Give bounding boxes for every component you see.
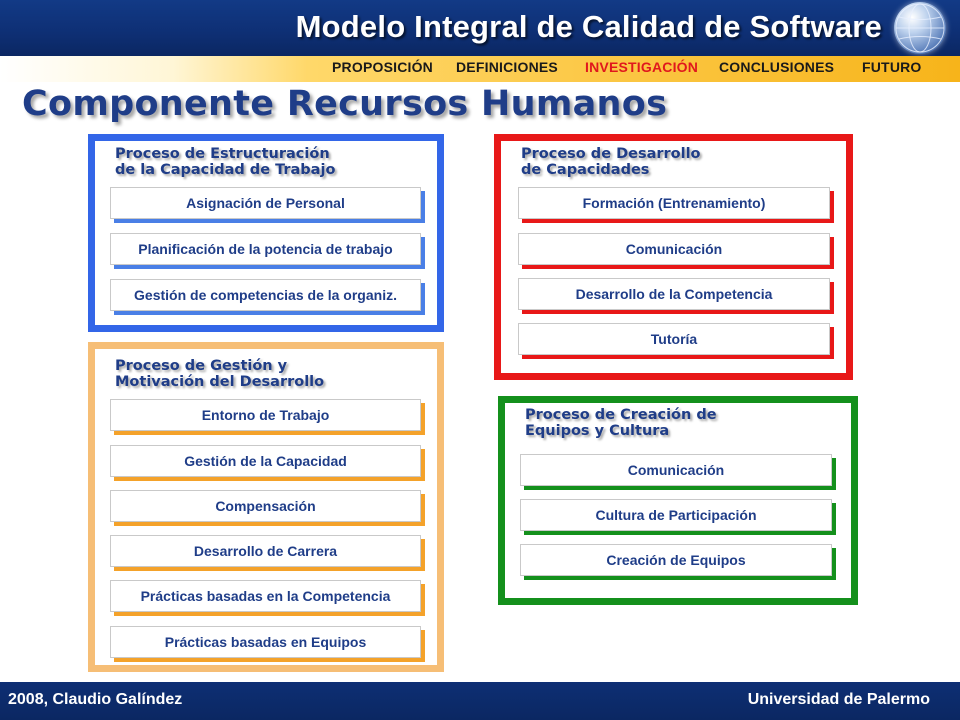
process-item: Comunicación — [520, 454, 832, 486]
process-item: Prácticas basadas en la Competencia — [110, 580, 421, 612]
process-item: Prácticas basadas en Equipos — [110, 626, 421, 658]
panel-title: Proceso de Estructuración de la Capacida… — [115, 146, 335, 178]
process-item: Gestión de la Capacidad — [110, 445, 421, 477]
panel-title: Proceso de Desarrollo de Capacidades — [521, 146, 701, 178]
app-title: Modelo Integral de Calidad de Software — [295, 9, 882, 44]
nav-item-investigacion[interactable]: INVESTIGACIÓN — [585, 59, 699, 75]
process-item: Planificación de la potencia de trabajo — [110, 233, 421, 265]
globe-icon — [894, 2, 946, 54]
panel-gestion-motivacion: Proceso de Gestión y Motivación del Desa… — [88, 342, 444, 672]
process-item: Entorno de Trabajo — [110, 399, 421, 431]
panel-title-line2: Equipos y Cultura — [525, 423, 670, 439]
panel-title-line2: de Capacidades — [521, 162, 650, 178]
panel-title-line1: Proceso de Desarrollo — [521, 146, 701, 162]
process-item: Asignación de Personal — [110, 187, 421, 219]
nav-item-conclusiones[interactable]: CONCLUSIONES — [719, 59, 835, 75]
process-item: Tutoría — [518, 323, 830, 355]
panel-estructuracion: Proceso de Estructuración de la Capacida… — [88, 134, 444, 332]
nav-item-definiciones[interactable]: DEFINICIONES — [456, 59, 558, 75]
footer-bar: 2008, Claudio Galíndez Universidad de Pa… — [0, 682, 960, 720]
process-item: Creación de Equipos — [520, 544, 832, 576]
panel-creacion-equipos: Proceso de Creación de Equipos y Cultura… — [498, 396, 858, 605]
panel-title-line1: Proceso de Gestión y — [115, 358, 288, 374]
header-bar: Modelo Integral de Calidad de Software — [0, 0, 960, 56]
footer-author: 2008, Claudio Galíndez — [8, 691, 183, 708]
process-item: Gestión de competencias de la organiz. — [110, 279, 421, 311]
process-item: Compensación — [110, 490, 421, 522]
panel-title: Proceso de Creación de Equipos y Cultura — [525, 407, 717, 439]
panel-title-line2: Motivación del Desarrollo — [115, 374, 325, 390]
panel-desarrollo-capacidades: Proceso de Desarrollo de Capacidades For… — [494, 134, 853, 380]
page-title: Componente Recursos Humanos — [22, 84, 668, 124]
process-item: Comunicación — [518, 233, 830, 265]
panel-title-line1: Proceso de Creación de — [525, 407, 717, 423]
nav-item-proposicion[interactable]: PROPOSICIÓN — [332, 59, 433, 75]
footer-university: Universidad de Palermo — [747, 691, 930, 708]
process-item: Formación (Entrenamiento) — [518, 187, 830, 219]
nav-bar: PROPOSICIÓN DEFINICIONES INVESTIGACIÓN C… — [0, 56, 960, 82]
process-item: Desarrollo de la Competencia — [518, 278, 830, 310]
panel-title: Proceso de Gestión y Motivación del Desa… — [115, 358, 324, 390]
nav-item-futuro[interactable]: FUTURO — [862, 59, 922, 75]
panel-title-line1: Proceso de Estructuración — [115, 146, 330, 162]
panel-title-line2: de la Capacidad de Trabajo — [115, 162, 336, 178]
process-item: Cultura de Participación — [520, 499, 832, 531]
process-item: Desarrollo de Carrera — [110, 535, 421, 567]
